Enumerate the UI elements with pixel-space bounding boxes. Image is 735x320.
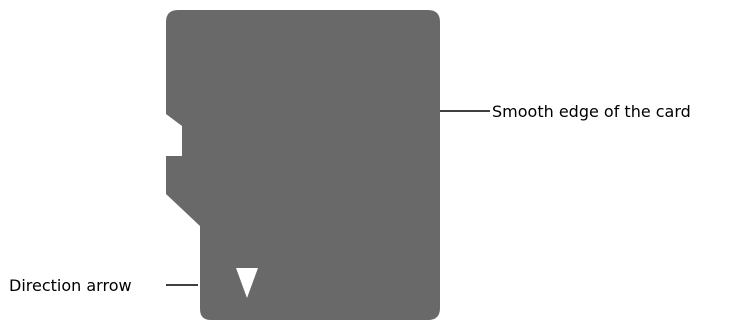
direction-arrow-label: Direction arrow xyxy=(9,276,132,295)
smooth-edge-label: Smooth edge of the card xyxy=(492,102,691,121)
direction-arrow-icon xyxy=(236,268,258,298)
card-body xyxy=(166,10,440,320)
